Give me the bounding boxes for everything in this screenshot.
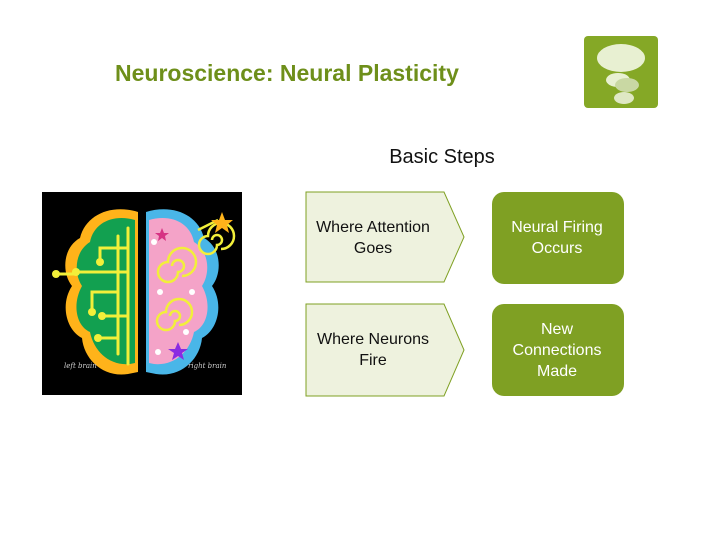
step-label-neurons-fire: Where Neurons Fire	[316, 331, 430, 369]
thought-bubble-icon-graphic	[597, 44, 645, 104]
step-label-neural-firing: Neural Firing Occurs	[511, 219, 603, 257]
left-brain-label: left brain	[64, 362, 97, 370]
slide-subtitle: Basic Steps	[389, 146, 495, 168]
step-label-new-connections: New Connections Made	[512, 320, 602, 380]
brain-illustration: left brain right brain	[42, 192, 242, 395]
right-brain-label: right brain	[188, 362, 227, 370]
step-shape-attention	[305, 191, 465, 283]
thought-bubble-icon	[584, 36, 658, 108]
slide-title: Neuroscience: Neural Plasticity	[115, 60, 459, 86]
step-label-attention: Where Attention Goes	[316, 219, 430, 257]
step-shape-neural-firing	[492, 192, 624, 284]
steps-diagram	[305, 191, 624, 397]
step-shape-neurons-fire	[305, 303, 465, 397]
brain-graphic: left brain right brain	[52, 209, 236, 375]
step-shape-new-connections	[492, 304, 624, 396]
